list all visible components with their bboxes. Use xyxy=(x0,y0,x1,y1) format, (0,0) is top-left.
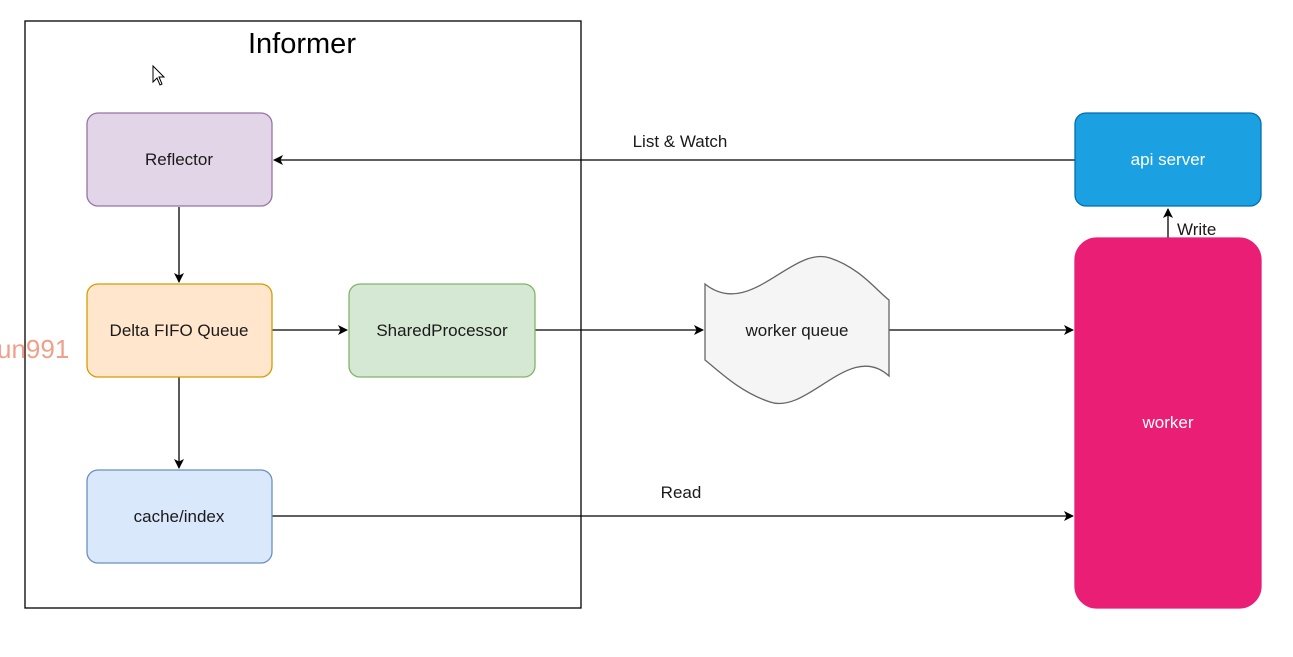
reflector-node[interactable]: Reflector xyxy=(86,112,273,207)
edge-label-list-watch: List & Watch xyxy=(633,132,728,151)
delta-fifo-queue-label: Delta FIFO Queue xyxy=(110,321,249,340)
worker-node[interactable]: worker xyxy=(1074,237,1262,609)
shared-processor-node[interactable]: SharedProcessor xyxy=(348,283,536,378)
api-server-label: api server xyxy=(1131,150,1206,169)
reflector-label: Reflector xyxy=(145,150,213,169)
cache-index-label: cache/index xyxy=(134,507,225,526)
api-server-node[interactable]: api server xyxy=(1074,112,1262,207)
worker-queue-label: worker queue xyxy=(744,321,848,340)
watermark-text: un991 xyxy=(0,334,69,364)
cache-index-node[interactable]: cache/index xyxy=(86,469,273,564)
informer-title: Informer xyxy=(248,28,356,60)
worker-queue-node[interactable]: worker queue xyxy=(704,255,890,405)
edge-label-write: Write xyxy=(1177,220,1216,239)
worker-label: worker xyxy=(1141,413,1193,432)
delta-fifo-queue-node[interactable]: Delta FIFO Queue xyxy=(86,283,273,378)
edge-label-read: Read xyxy=(661,483,702,502)
informer-container xyxy=(24,20,582,609)
cursor-icon xyxy=(152,64,166,86)
shared-processor-label: SharedProcessor xyxy=(376,321,508,340)
